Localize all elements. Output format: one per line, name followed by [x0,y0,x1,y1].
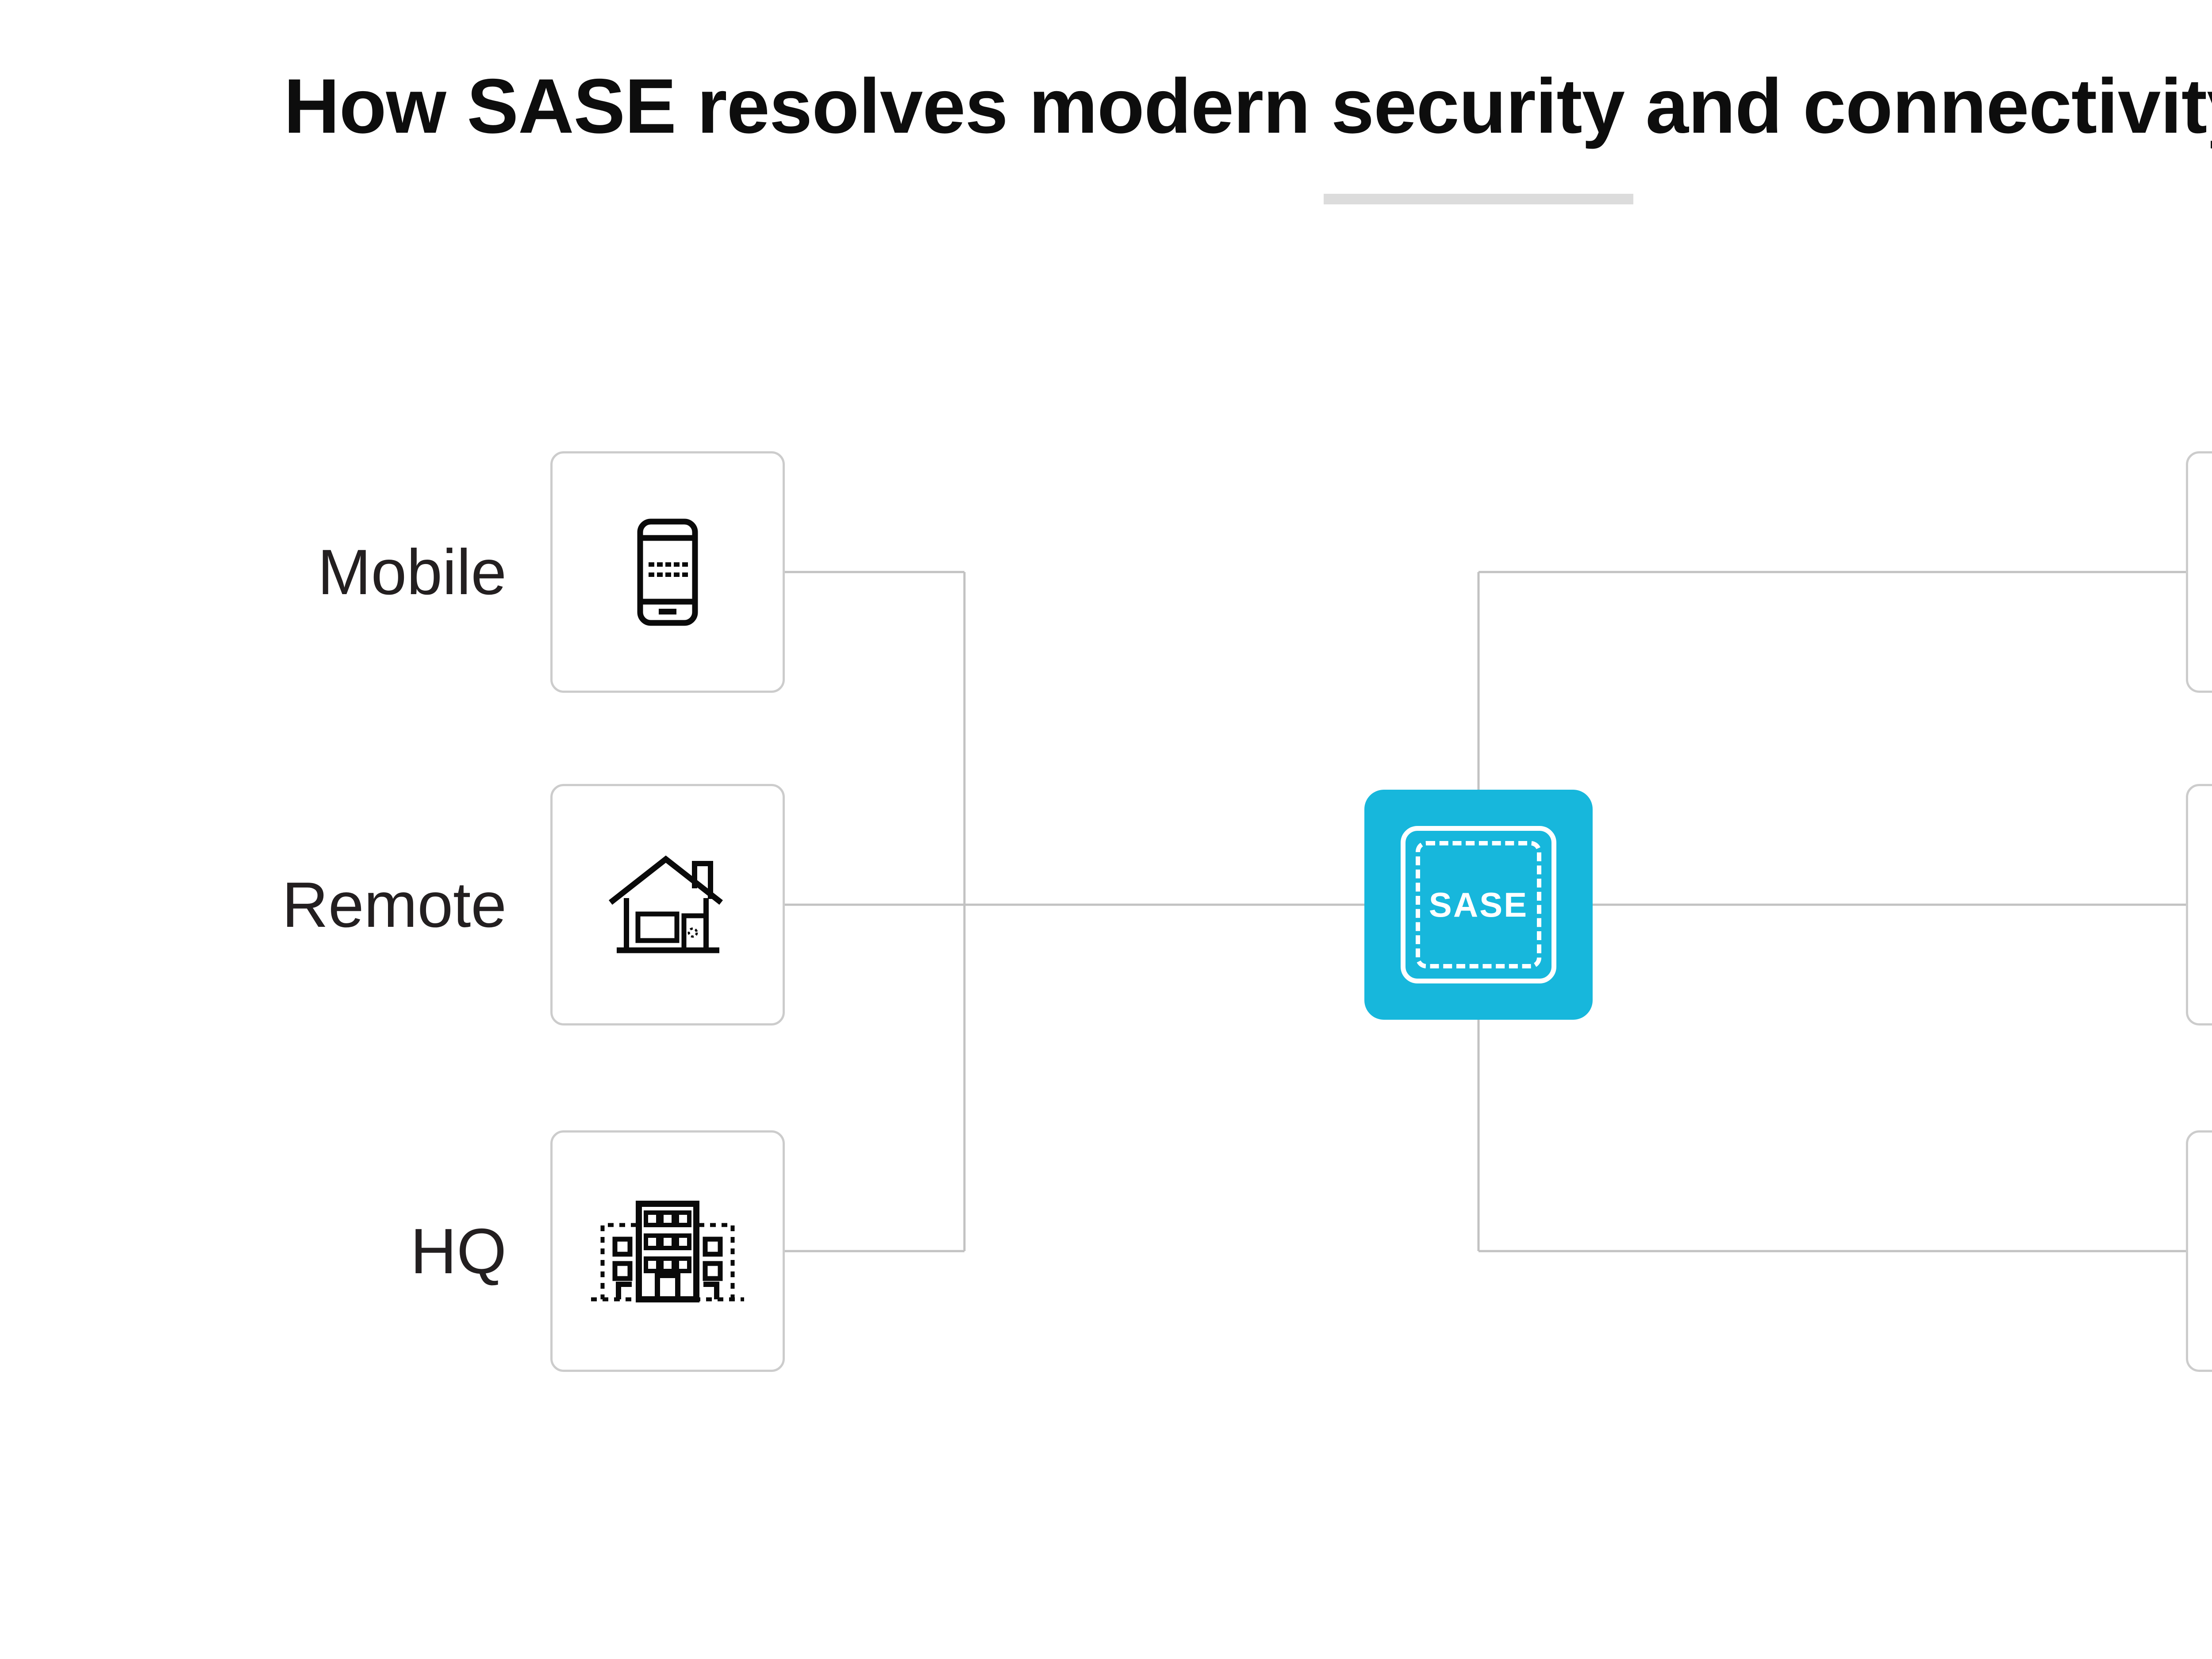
node-box-cloud-services [2186,451,2212,693]
sase-inner-border [1401,826,1556,983]
house-icon [608,855,723,953]
office-building-icon [591,1200,744,1302]
node-box-hq [550,1130,785,1372]
node-label-mobile: Mobile [317,536,507,608]
node-box-data-center-apps [2186,1130,2212,1372]
office-windows [644,1210,691,1273]
node-label-hq: HQ [410,1215,507,1287]
node-box-remote [550,784,785,1025]
node-box-data-center [2186,784,2212,1025]
page-title: How SASE resolves modern security and co… [284,63,2212,150]
smartphone-icon [637,518,698,626]
node-box-mobile [550,451,785,693]
sase-dashed-border: SASE [1416,841,1541,968]
smartphone-screen-dashes [649,562,688,577]
sase-label: SASE [1429,885,1528,924]
title-underline-divider [1324,194,1633,204]
node-label-remote: Remote [282,869,507,941]
sase-node: SASE [1364,790,1593,1020]
